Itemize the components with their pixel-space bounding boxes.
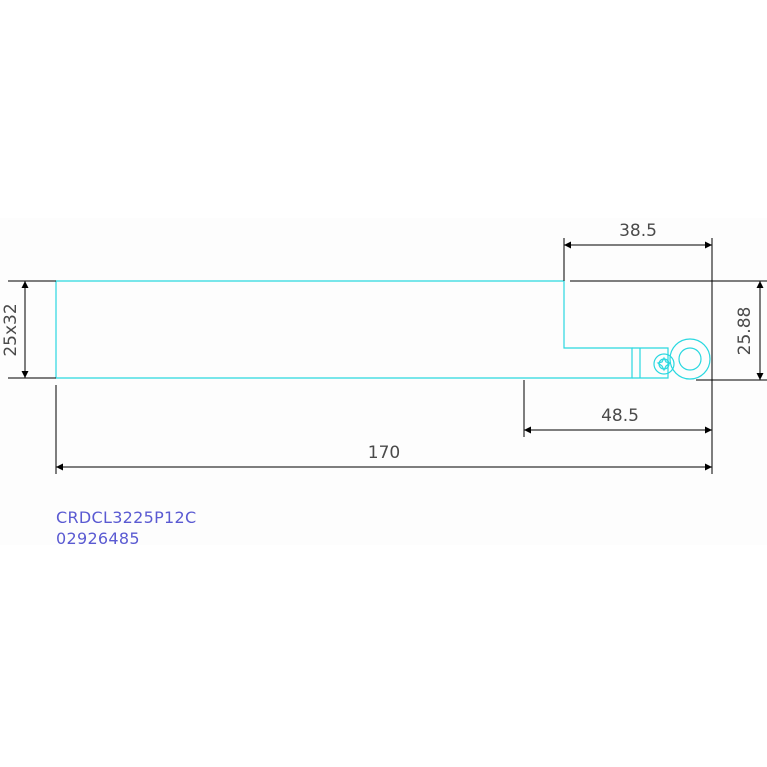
order-code: 02926485 bbox=[56, 529, 140, 548]
insert-inner-circle bbox=[678, 347, 702, 371]
dim-48-5-label: 48.5 bbox=[601, 406, 639, 426]
dim-38-5-label: 38.5 bbox=[619, 221, 657, 241]
clamp-screw bbox=[653, 353, 675, 375]
dim-170-label: 170 bbox=[368, 443, 400, 463]
dimension-lines bbox=[8, 238, 767, 474]
dim-25-88-label: 25.88 bbox=[735, 307, 755, 356]
round-insert bbox=[669, 338, 711, 380]
part-number: CRDCL3225P12C bbox=[56, 508, 197, 527]
torx-star-icon bbox=[656, 356, 672, 372]
sheet-background bbox=[0, 218, 767, 545]
dim-25x32-label: 25x32 bbox=[1, 303, 21, 356]
